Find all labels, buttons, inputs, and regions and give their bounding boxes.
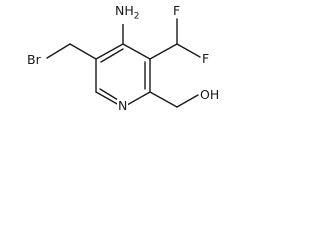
bond-n1-c6 xyxy=(95,91,120,106)
bond-ch2-oh xyxy=(176,94,199,108)
bond-c4-c3 xyxy=(122,43,151,60)
bond-ch2-br xyxy=(46,43,71,59)
fluorine-label-top: F xyxy=(172,3,182,18)
bond-chf2-f-right xyxy=(176,43,201,58)
hydroxyl-label: OH xyxy=(199,87,221,102)
bond-c3-chf2 xyxy=(149,43,178,60)
structure-diagram: NH2 F F Br N OH xyxy=(0,0,240,138)
bond-c5-c4-inner xyxy=(100,48,124,63)
molecule-skeleton xyxy=(46,18,201,108)
bond-n1-c6-inner xyxy=(99,88,119,101)
bromine-label: Br xyxy=(26,52,42,67)
bond-c5-ch2 xyxy=(69,43,97,60)
bond-c5-c4 xyxy=(95,43,124,60)
amino-subscript: 2 xyxy=(133,11,140,22)
bond-c2-ch2 xyxy=(149,91,178,108)
bond-c2-n1 xyxy=(126,91,151,106)
fluorine-label-right: F xyxy=(201,51,211,66)
ring-nitrogen-label: N xyxy=(117,98,129,113)
amino-label: NH2 xyxy=(114,3,141,24)
